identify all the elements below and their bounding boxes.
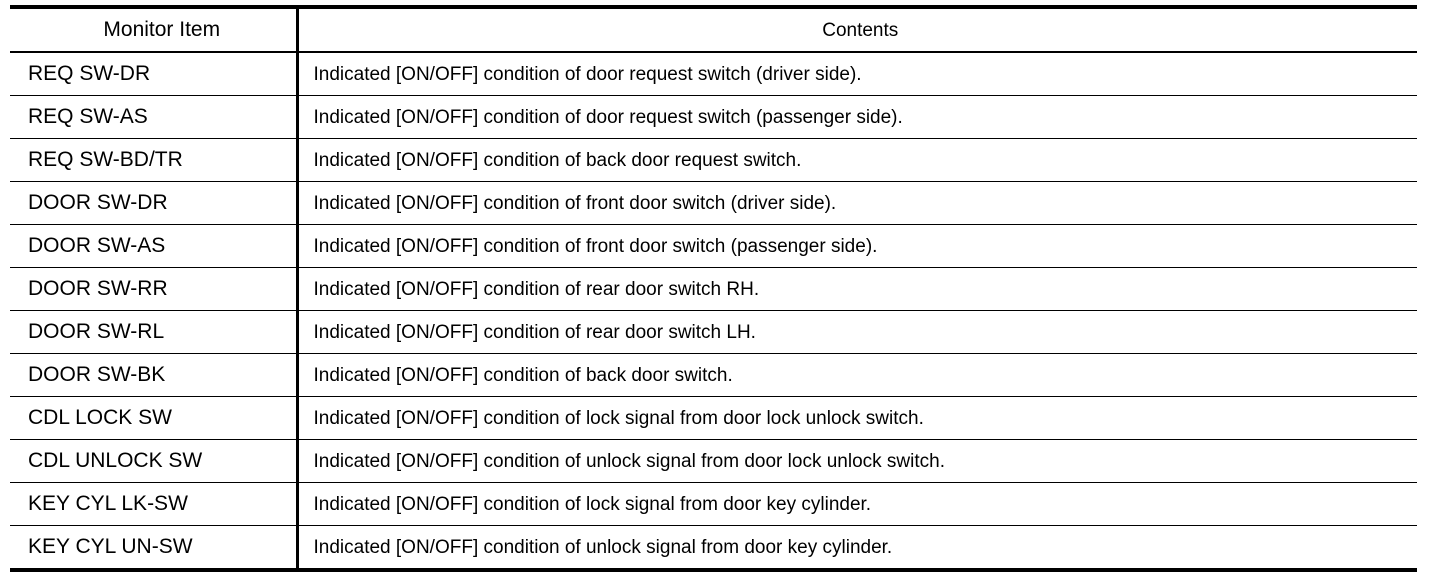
monitor-item-cell: CDL LOCK SW	[10, 396, 299, 440]
table-row: KEY CYL LK-SW Indicated [ON/OFF] conditio…	[10, 482, 1417, 526]
contents-cell: Indicated [ON/OFF] condition of lock sig…	[297, 482, 1417, 526]
monitor-item-label: KEY CYL UN-SW	[28, 535, 193, 558]
monitor-item-label: DOOR SW-RR	[28, 277, 168, 300]
monitor-item-cell: DOOR SW-DR	[10, 181, 299, 225]
contents-cell: Indicated [ON/OFF] condition of front do…	[297, 181, 1417, 225]
table-row: DOOR SW-BK Indicated [ON/OFF] condition o…	[10, 353, 1417, 397]
contents-cell: Indicated [ON/OFF] condition of door req…	[297, 95, 1417, 139]
monitor-item-cell: KEY CYL LK-SW	[10, 482, 299, 526]
contents-description: Indicated [ON/OFF] condition of front do…	[313, 192, 837, 214]
table-row: CDL UNLOCK SW Indicated [ON/OFF] conditio…	[10, 439, 1417, 483]
contents-cell: Indicated [ON/OFF] condition of unlock s…	[297, 439, 1417, 483]
table-row: DOOR SW-RR Indicated [ON/OFF] condition o…	[10, 267, 1417, 311]
monitor-item-label: KEY CYL LK-SW	[28, 492, 188, 515]
contents-description: Indicated [ON/OFF] condition of back doo…	[313, 149, 802, 171]
contents-cell: Indicated [ON/OFF] condition of lock sig…	[297, 396, 1417, 440]
table-row: DOOR SW-DR Indicated [ON/OFF] condition o…	[10, 181, 1417, 225]
monitor-item-cell: DOOR SW-AS	[10, 224, 299, 268]
monitor-item-cell: DOOR SW-BK	[10, 353, 299, 397]
monitor-item-cell: CDL UNLOCK SW	[10, 439, 299, 483]
contents-cell: Indicated [ON/OFF] condition of rear doo…	[297, 267, 1417, 311]
contents-description: Indicated [ON/OFF] condition of rear doo…	[313, 321, 756, 343]
contents-cell: Indicated [ON/OFF] condition of door req…	[297, 51, 1417, 96]
table-row: REQ SW-BD/TR Indicated [ON/OFF] condition…	[10, 138, 1417, 182]
contents-cell: Indicated [ON/OFF] condition of front do…	[297, 224, 1417, 268]
monitor-item-table: Monitor Item Contents REQ SW-DR Indicated…	[10, 5, 1417, 572]
table-row: REQ SW-DR Indicated [ON/OFF] condition of…	[10, 51, 1417, 96]
contents-cell: Indicated [ON/OFF] condition of back doo…	[297, 138, 1417, 182]
table-body: REQ SW-DR Indicated [ON/OFF] condition of…	[10, 51, 1417, 572]
monitor-item-label: DOOR SW-BK	[28, 363, 166, 386]
monitor-item-cell: KEY CYL UN-SW	[10, 525, 299, 572]
monitor-item-label: CDL LOCK SW	[28, 406, 172, 429]
contents-description: Indicated [ON/OFF] condition of rear doo…	[313, 278, 760, 300]
monitor-item-label: REQ SW-DR	[28, 62, 151, 85]
monitor-item-label: DOOR SW-RL	[28, 320, 165, 343]
table-row: DOOR SW-RL Indicated [ON/OFF] condition o…	[10, 310, 1417, 354]
monitor-item-label: CDL UNLOCK SW	[28, 449, 203, 472]
contents-cell: Indicated [ON/OFF] condition of unlock s…	[297, 525, 1417, 572]
column-header-contents-label: Contents	[822, 19, 899, 41]
contents-description: Indicated [ON/OFF] condition of back doo…	[313, 364, 733, 386]
contents-description: Indicated [ON/OFF] condition of unlock s…	[313, 536, 893, 558]
contents-description: Indicated [ON/OFF] condition of unlock s…	[313, 450, 946, 472]
monitor-item-cell: REQ SW-DR	[10, 51, 299, 96]
monitor-item-cell: REQ SW-BD/TR	[10, 138, 299, 182]
monitor-item-cell: DOOR SW-RL	[10, 310, 299, 354]
contents-description: Indicated [ON/OFF] condition of front do…	[313, 235, 878, 257]
contents-cell: Indicated [ON/OFF] condition of back doo…	[297, 353, 1417, 397]
monitor-item-label: REQ SW-BD/TR	[28, 148, 183, 171]
table-row: CDL LOCK SW Indicated [ON/OFF] condition …	[10, 396, 1417, 440]
monitor-item-cell: DOOR SW-RR	[10, 267, 299, 311]
column-header-monitor-item-label: Monitor Item	[103, 18, 221, 41]
monitor-item-label: DOOR SW-AS	[28, 234, 166, 257]
table-row: DOOR SW-AS Indicated [ON/OFF] condition o…	[10, 224, 1417, 268]
monitor-item-label: DOOR SW-DR	[28, 191, 168, 214]
contents-description: Indicated [ON/OFF] condition of lock sig…	[313, 407, 924, 429]
column-header-monitor-item: Monitor Item	[10, 5, 299, 53]
column-header-contents: Contents	[297, 5, 1417, 53]
monitor-item-label: REQ SW-AS	[28, 105, 148, 128]
contents-description: Indicated [ON/OFF] condition of door req…	[313, 106, 903, 128]
monitor-item-cell: REQ SW-AS	[10, 95, 299, 139]
table-header-row: Monitor Item Contents	[10, 5, 1417, 53]
contents-cell: Indicated [ON/OFF] condition of rear doo…	[297, 310, 1417, 354]
table-row: REQ SW-AS Indicated [ON/OFF] condition of…	[10, 95, 1417, 139]
table-row: KEY CYL UN-SW Indicated [ON/OFF] conditio…	[10, 525, 1417, 572]
contents-description: Indicated [ON/OFF] condition of door req…	[313, 63, 862, 85]
table-header: Monitor Item Contents	[10, 5, 1417, 53]
contents-description: Indicated [ON/OFF] condition of lock sig…	[313, 493, 872, 515]
